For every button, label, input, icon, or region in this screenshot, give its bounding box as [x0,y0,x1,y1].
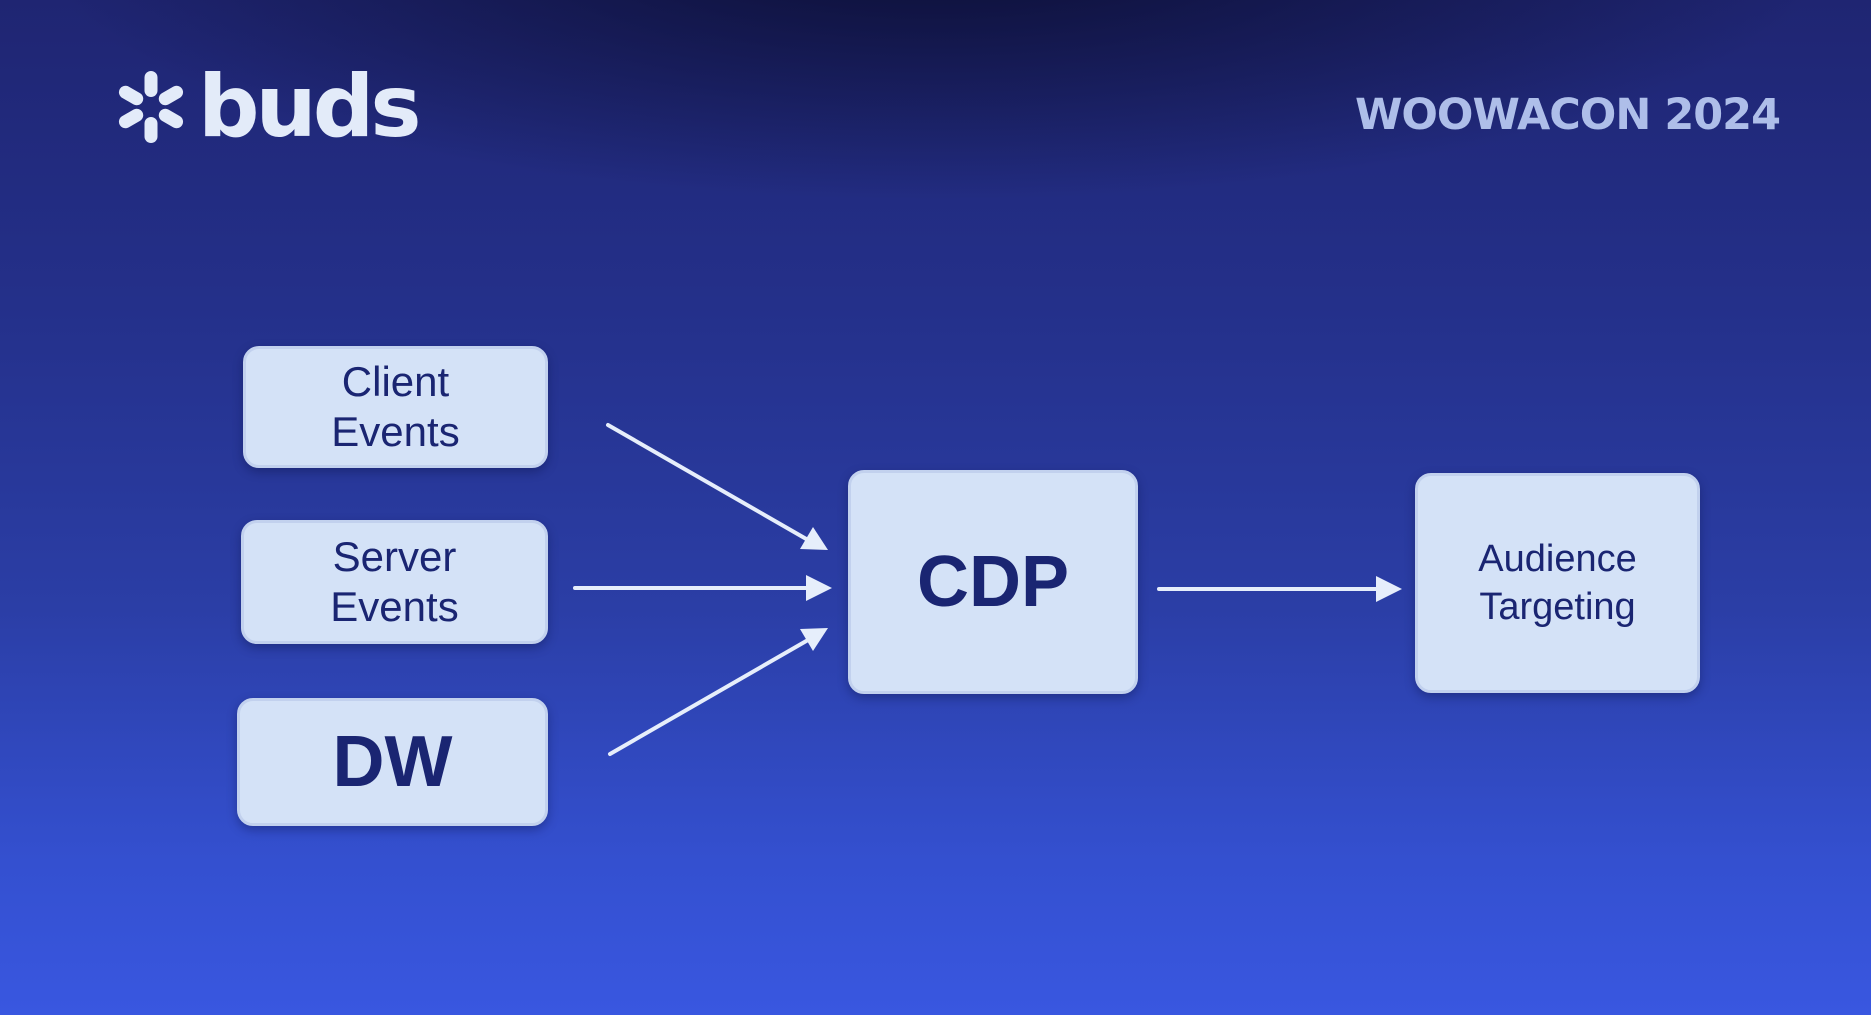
node-server-events-label: Server Events [330,533,459,630]
brand-name: buds [198,57,422,157]
edge-dw-to-cdp [608,638,810,756]
arrowhead-dw [800,628,828,651]
asterisk-icon [118,71,184,143]
node-client-events-label: Client Events [331,358,460,455]
node-audience-targeting: Audience Targeting [1415,473,1700,693]
node-dw: DW [237,698,548,826]
node-audience-targeting-label: Audience Targeting [1478,538,1637,628]
node-dw-label: DW [332,722,453,802]
arrowhead-audience [1376,576,1402,602]
node-server-events: Server Events [241,520,548,644]
event-name: WOOWACON 2024 [1354,90,1781,140]
node-cdp-label: CDP [916,542,1069,622]
arrowhead-server [806,575,832,601]
edge-client-to-cdp [606,423,810,542]
buds-logo: buds [114,57,422,157]
node-client-events: Client Events [243,346,548,468]
arrowhead-client [800,527,828,550]
node-cdp: CDP [848,470,1138,694]
